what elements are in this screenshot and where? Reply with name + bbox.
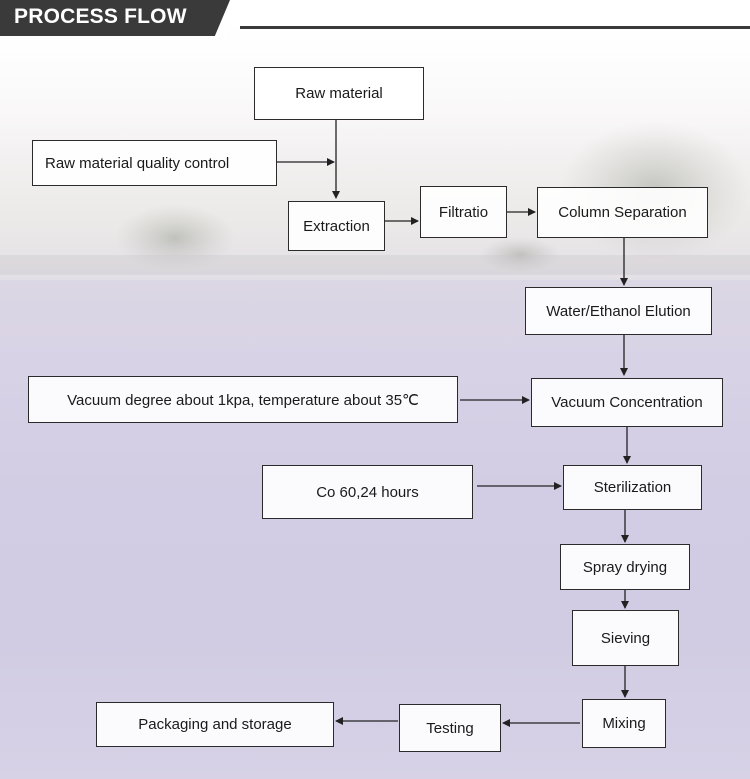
header-title: PROCESS FLOW bbox=[14, 5, 187, 28]
spray-drying-box: Spray drying bbox=[560, 544, 690, 590]
header-bar-shape bbox=[0, 0, 750, 36]
packaging-box: Packaging and storage bbox=[96, 702, 334, 747]
elution-box: Water/Ethanol Elution bbox=[525, 287, 712, 335]
testing-box: Testing bbox=[399, 704, 501, 752]
sieving-box: Sieving bbox=[572, 610, 679, 666]
vacuum-concentration-box: Vacuum Concentration bbox=[531, 378, 723, 427]
sterilization-box: Sterilization bbox=[563, 465, 702, 510]
extraction-box: Extraction bbox=[288, 201, 385, 251]
quality-control-box: Raw material quality control bbox=[32, 140, 277, 186]
filtration-box: Filtratio bbox=[420, 186, 507, 238]
header-banner: PROCESS FLOW bbox=[0, 0, 750, 36]
mixing-box: Mixing bbox=[582, 699, 666, 748]
vacuum-condition-box: Vacuum degree about 1kpa, temperature ab… bbox=[28, 376, 458, 423]
raw-material-box: Raw material bbox=[254, 67, 424, 120]
column-separation-box: Column Separation bbox=[537, 187, 708, 238]
sterilization-condition-box: Co 60,24 hours bbox=[262, 465, 473, 519]
